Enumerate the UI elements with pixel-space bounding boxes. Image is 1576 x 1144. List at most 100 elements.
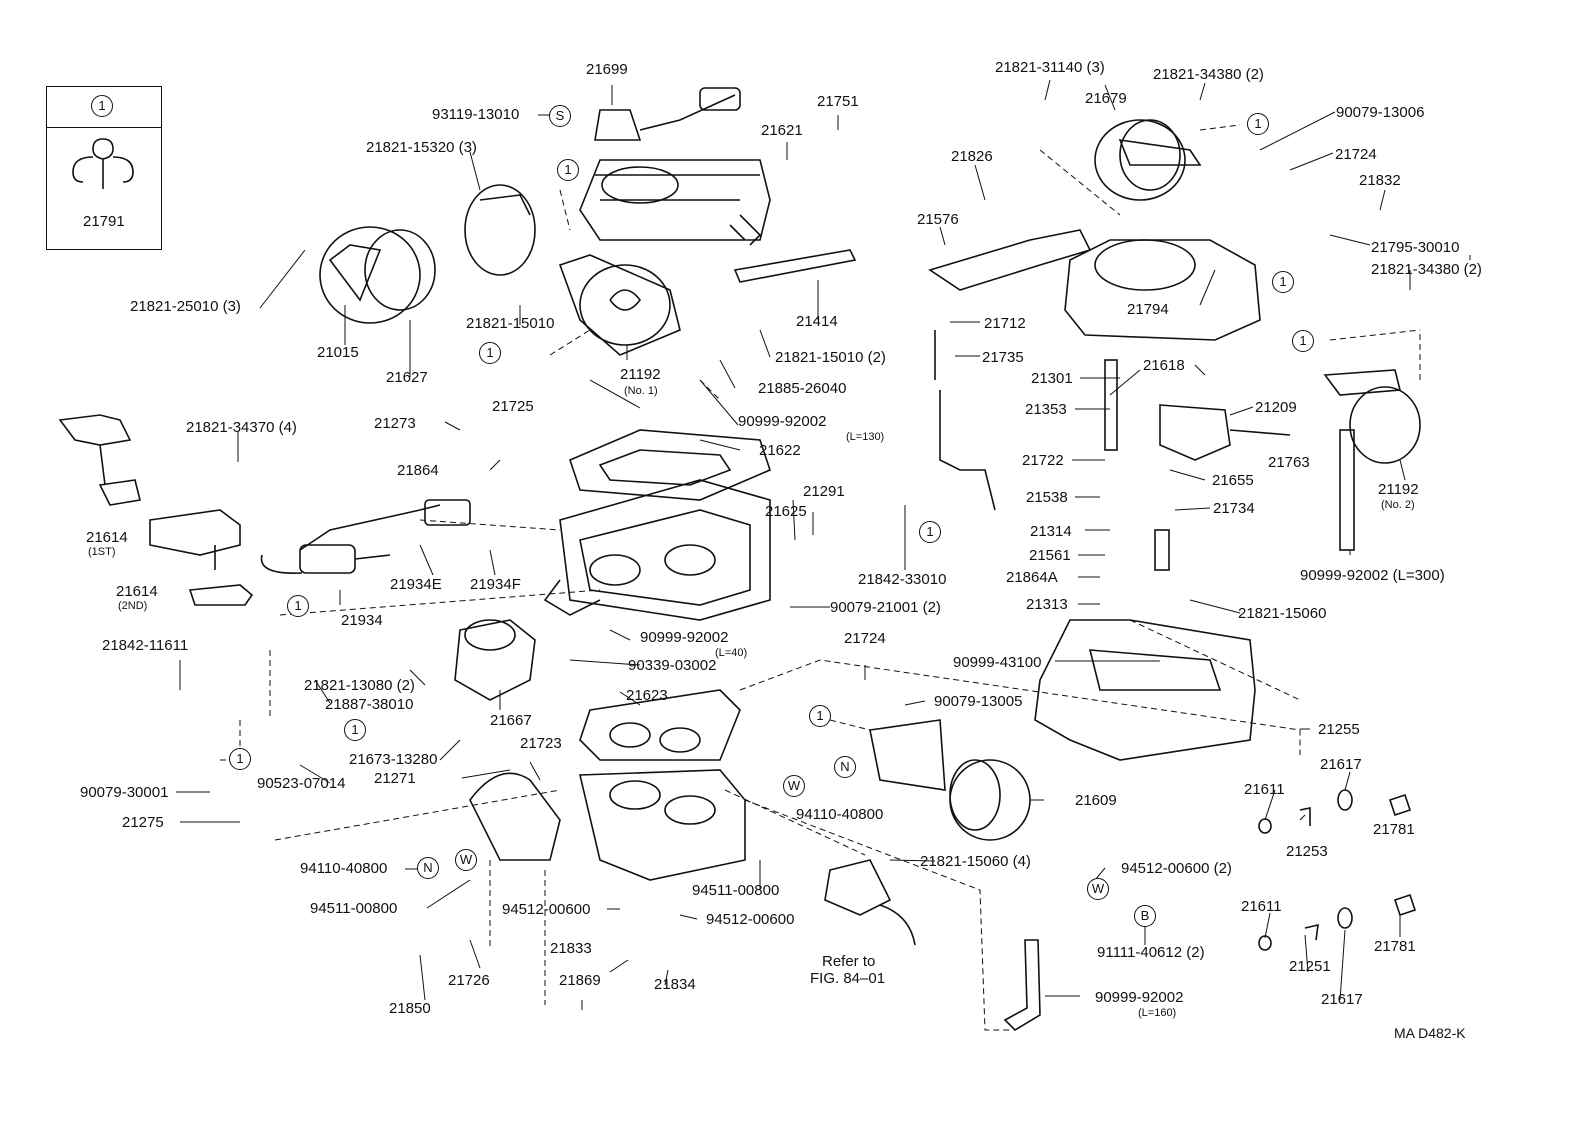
callout-symbol-1: 1 bbox=[344, 719, 366, 741]
part-label: 21934E bbox=[390, 576, 442, 593]
part-label: 21832 bbox=[1359, 172, 1401, 189]
part-label: 94512-00600 (2) bbox=[1121, 860, 1232, 877]
part-label: 21725 bbox=[492, 398, 534, 415]
part-label: 21625 bbox=[765, 503, 807, 520]
part-label: 90999-92002 bbox=[1095, 989, 1184, 1006]
diaphragm-21192-no2-drawing bbox=[1323, 369, 1421, 551]
part-label: 21673-13280 bbox=[349, 751, 438, 768]
part-label: 90523-07014 bbox=[257, 775, 346, 792]
part-label-note: (L=160) bbox=[1138, 1007, 1177, 1019]
legend-part-number: 21791 bbox=[83, 213, 125, 230]
part-label: 21726 bbox=[448, 972, 490, 989]
main-body-drawing bbox=[543, 479, 771, 621]
part-label: 21614 bbox=[116, 583, 158, 600]
vacuum-diaphragm-21679-drawing bbox=[1094, 119, 1202, 201]
part-label: 91111-40612 (2) bbox=[1097, 944, 1205, 961]
part-label: 21627 bbox=[386, 369, 428, 386]
symbol-s: S bbox=[549, 105, 571, 127]
symbol-b: B bbox=[1134, 905, 1156, 927]
part-label: 21667 bbox=[490, 712, 532, 729]
callout-symbol-1: 1 bbox=[229, 748, 251, 770]
part-label: 21623 bbox=[626, 687, 668, 704]
symbol-n: N bbox=[417, 857, 439, 879]
part-label: 21781 bbox=[1374, 938, 1416, 955]
part-21667-drawing bbox=[454, 619, 536, 701]
part-label: 21821-31140 (3) bbox=[995, 59, 1105, 76]
part-label: 21255 bbox=[1318, 721, 1360, 738]
lever-21614b-drawing bbox=[149, 509, 241, 570]
part-label-note: (L=130) bbox=[846, 431, 885, 443]
part-label: 21864A bbox=[1006, 569, 1058, 586]
part-label-note: (1ST) bbox=[88, 546, 116, 558]
part-label: 21734 bbox=[1213, 500, 1255, 517]
fasteners-right-drawing bbox=[1258, 789, 1417, 951]
part-label: 94512-00600 bbox=[502, 901, 591, 918]
part-label: 21869 bbox=[559, 972, 601, 989]
part-label: 21251 bbox=[1289, 958, 1331, 975]
gasket-drawing bbox=[569, 429, 771, 501]
air-horn-right-drawing bbox=[1064, 239, 1261, 341]
callout-symbol-1: 1 bbox=[287, 595, 309, 617]
solenoid-bottom-drawing bbox=[824, 859, 916, 946]
diaphragm-21609-drawing bbox=[869, 719, 1031, 841]
part-label: 21275 bbox=[122, 814, 164, 831]
part-label: 21842-33010 bbox=[858, 571, 947, 588]
symbol-w: W bbox=[783, 775, 805, 797]
part-label-note: (2ND) bbox=[118, 600, 148, 612]
part-label: 21576 bbox=[917, 211, 959, 228]
callout-symbol-1: 1 bbox=[1292, 330, 1314, 352]
part-label: 21617 bbox=[1320, 756, 1362, 773]
part-label: 21722 bbox=[1022, 452, 1064, 469]
part-label: 90079-13005 bbox=[934, 693, 1023, 710]
part-label: 21611 bbox=[1241, 898, 1282, 915]
part-label: 21821-25010 (3) bbox=[130, 298, 241, 315]
callout-symbol-1: 1 bbox=[919, 521, 941, 543]
part-label: 94110-40800 bbox=[300, 860, 388, 877]
part-label: 21271 bbox=[374, 770, 416, 787]
refer-note-line1: Refer to bbox=[822, 953, 876, 970]
part-label: 21826 bbox=[951, 148, 993, 165]
hose-l160-drawing bbox=[1003, 939, 1041, 1032]
part-label: 21614 bbox=[86, 529, 128, 546]
float-21209-drawing bbox=[1159, 404, 1291, 461]
callout-symbol-1: 1 bbox=[1272, 271, 1294, 293]
part-label: 21273 bbox=[374, 415, 416, 432]
rod-drawing bbox=[939, 390, 996, 511]
part-label: 21842-11611 bbox=[102, 637, 189, 654]
part-label: 90339-03002 bbox=[628, 657, 717, 674]
clip-icon bbox=[72, 138, 134, 189]
part-label: 21821-15060 (4) bbox=[920, 853, 1031, 870]
part-label: 21834 bbox=[654, 976, 696, 993]
part-label: 21735 bbox=[982, 349, 1024, 366]
part-label: 21821-13080 (2) bbox=[304, 677, 415, 694]
part-label: 21712 bbox=[984, 315, 1026, 332]
part-label: 21353 bbox=[1025, 401, 1067, 418]
part-label: 90079-30001 bbox=[80, 784, 169, 801]
part-label: 21934 bbox=[341, 612, 383, 629]
part-label: 21015 bbox=[317, 344, 359, 361]
legend-symbol: 1 bbox=[91, 95, 113, 117]
part-label: 21864 bbox=[397, 462, 439, 479]
part-label: 21609 bbox=[1075, 792, 1117, 809]
part-label: 90999-92002 bbox=[640, 629, 729, 646]
part-label: 90079-13006 bbox=[1336, 104, 1425, 121]
part-label: 21561 bbox=[1029, 547, 1071, 564]
part-label: 21751 bbox=[817, 93, 859, 110]
callout-symbol-1: 1 bbox=[557, 159, 579, 181]
needle-21353-drawing bbox=[1104, 359, 1118, 451]
part-label-note: (No. 1) bbox=[624, 385, 658, 397]
part-label: 90999-92002 bbox=[738, 413, 827, 430]
part-label: 90079-21001 (2) bbox=[830, 599, 941, 616]
part-label: 94511-00800 bbox=[692, 882, 780, 899]
part-label: 21253 bbox=[1286, 843, 1328, 860]
piston-drawing bbox=[1154, 529, 1170, 571]
part-label: 21622 bbox=[759, 442, 801, 459]
part-label: 21934F bbox=[470, 576, 521, 593]
part-label: 90999-92002 (L=300) bbox=[1300, 567, 1445, 584]
part-label: 21291 bbox=[803, 483, 845, 500]
part-label: 21192 bbox=[620, 366, 661, 383]
part-label: 21821-34380 (2) bbox=[1371, 261, 1482, 278]
part-label: 21723 bbox=[520, 735, 562, 752]
lever-21826-drawing bbox=[928, 229, 1092, 291]
